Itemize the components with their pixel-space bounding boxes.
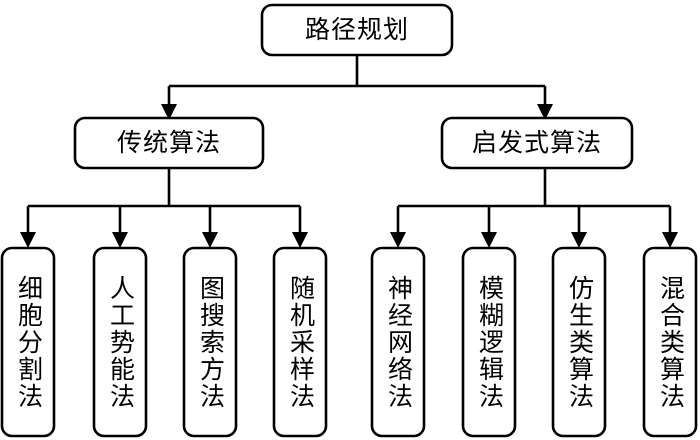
arrowhead-layer: [20, 104, 678, 248]
node-box-hybrid[interactable]: [642, 246, 698, 438]
arrowhead-artificial-potential-field: [112, 232, 128, 248]
node-box-traditional[interactable]: [73, 116, 265, 170]
arrowhead-cell-decomposition: [20, 232, 36, 248]
node-box-bionic[interactable]: [551, 246, 607, 438]
arrowhead-bionic: [571, 232, 587, 248]
arrowhead-random-sampling: [292, 232, 308, 248]
node-bionic[interactable]: [553, 248, 605, 436]
node-artificial-potential-field[interactable]: [94, 248, 146, 436]
node-box-cell-decomposition[interactable]: [0, 246, 56, 438]
node-graph-search[interactable]: [184, 248, 236, 436]
arrowhead-hybrid: [662, 232, 678, 248]
node-cell-decomposition[interactable]: [2, 248, 54, 436]
node-random-sampling[interactable]: [274, 248, 326, 436]
arrowhead-graph-search: [202, 232, 218, 248]
connector-layer: [26, 55, 672, 234]
node-box-artificial-potential-field[interactable]: [92, 246, 148, 438]
arrowhead-neural-network: [390, 232, 406, 248]
node-root[interactable]: [262, 5, 452, 55]
node-heuristic[interactable]: [442, 118, 632, 168]
node-box-random-sampling[interactable]: [272, 246, 328, 438]
arrowhead-heuristic: [537, 104, 553, 120]
node-traditional[interactable]: [75, 118, 263, 168]
node-box-layer: [0, 3, 698, 438]
arrowhead-traditional: [161, 104, 177, 120]
node-hybrid[interactable]: [644, 248, 696, 436]
node-box-root[interactable]: [260, 3, 454, 57]
node-box-fuzzy-logic[interactable]: [461, 246, 517, 438]
arrowhead-fuzzy-logic: [481, 232, 497, 248]
node-box-graph-search[interactable]: [182, 246, 238, 438]
node-fuzzy-logic[interactable]: [463, 248, 515, 436]
node-box-neural-network[interactable]: [370, 246, 426, 438]
node-neural-network[interactable]: [372, 248, 424, 436]
node-box-heuristic[interactable]: [440, 116, 634, 170]
